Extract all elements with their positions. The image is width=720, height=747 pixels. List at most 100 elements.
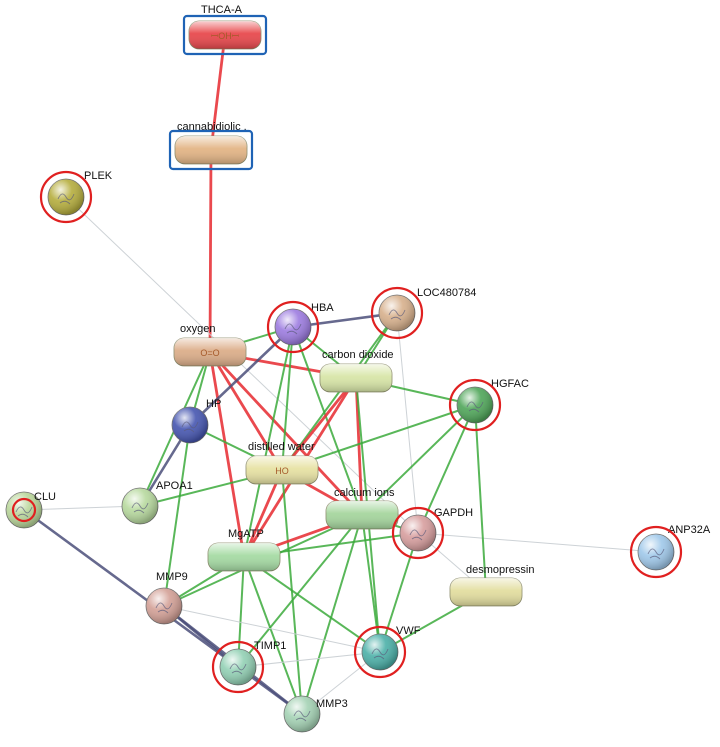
highlight-circle-clu — [11, 497, 37, 523]
edge-mmp9-vwf — [163, 605, 381, 653]
node-hp[interactable]: HP — [171, 398, 221, 444]
node-label-calcium-ions: calcium ions — [334, 487, 395, 499]
node-structure-text: O=O — [200, 348, 219, 358]
highlight-box-thca-a — [182, 14, 268, 56]
node-structure-text: HO — [275, 466, 289, 476]
node-label-vwf: VWF — [396, 625, 421, 637]
node-label-clu: CLU — [34, 491, 56, 503]
protein-structure-icon — [131, 502, 149, 514]
node-gloss — [189, 21, 261, 49]
edge-hba-hp — [188, 325, 295, 427]
protein-structure-icon — [229, 663, 247, 675]
node-gloss — [320, 364, 392, 392]
node-label-desmopressin: desmopressin — [466, 564, 534, 576]
highlight-circle-hba — [266, 300, 320, 354]
protein-structure-icon — [284, 323, 302, 335]
node-gloss — [246, 456, 318, 484]
node-label-hp: HP — [206, 398, 221, 410]
edge-calcium-ions-mmp3 — [301, 514, 363, 715]
node-plek[interactable]: PLEK — [47, 170, 113, 216]
edge-carbon-dioxide-distilled-water — [280, 376, 358, 472]
node-gloss — [450, 578, 522, 606]
node-gloss — [175, 136, 247, 164]
highlight-circle-vwf — [353, 625, 407, 679]
node-carbon-dioxide[interactable]: carbon dioxide — [319, 349, 394, 393]
protein-structure-icon — [181, 421, 199, 433]
node-label-mmp9: MMP9 — [156, 571, 188, 583]
node-gloss — [326, 501, 398, 529]
protein-structure-icon — [647, 548, 665, 560]
node-label-plek: PLEK — [84, 170, 113, 182]
edge-calcium-ions-hgfac — [361, 404, 476, 516]
highlight-circle-loc480784 — [370, 286, 424, 340]
node-label-carbon-dioxide: carbon dioxide — [322, 349, 394, 361]
node-oxygen[interactable]: O=O oxygen — [173, 323, 247, 367]
node-mmp9[interactable]: MMP9 — [145, 571, 188, 625]
node-vwf[interactable]: VWF — [361, 625, 421, 671]
protein-structure-icon — [388, 309, 406, 321]
edge-hgfac-desmopressin — [474, 404, 487, 593]
node-cannabidiolic[interactable]: cannabidiolic . — [174, 121, 248, 165]
node-label-hba: HBA — [311, 302, 334, 314]
node-gapdh[interactable]: GAPDH — [399, 507, 473, 552]
edge-vwf-timp1 — [237, 651, 381, 668]
node-desmopressin[interactable]: desmopressin — [449, 564, 534, 607]
protein-structure-icon — [15, 506, 33, 518]
protein-structure-icon — [57, 193, 75, 205]
edge-oxygen-mgatp — [208, 350, 246, 559]
node-hgfac[interactable]: HGFAC — [456, 378, 529, 424]
node-label-oxygen: oxygen — [180, 323, 215, 335]
edge-calcium-ions-timp1 — [237, 514, 363, 668]
edge-distilled-water-mmp3 — [281, 469, 303, 715]
node-calcium-ions[interactable]: calcium ions — [325, 487, 399, 530]
node-mgatp[interactable]: MgATP — [207, 528, 281, 572]
node-label-thca-a: THCA-A — [201, 4, 243, 16]
edge-calcium-ions-vwf — [361, 514, 381, 653]
node-label-loc480784: LOC480784 — [417, 287, 476, 299]
protein-structure-icon — [371, 648, 389, 660]
node-anp32a[interactable]: ANP32A — [637, 524, 711, 571]
highlight-circle-hgfac — [448, 378, 502, 432]
protein-structure-icon — [293, 710, 311, 722]
node-timp1[interactable]: TIMP1 — [219, 640, 286, 686]
node-label-distilled-water: distilled water — [248, 441, 315, 453]
node-loc480784[interactable]: LOC480784 — [378, 287, 476, 332]
node-clu[interactable]: CLU — [5, 491, 56, 529]
edge-gapdh-anp32a — [417, 532, 657, 553]
node-label-apoa1: APOA1 — [156, 480, 193, 492]
protein-structure-icon — [466, 401, 484, 413]
node-label-mmp3: MMP3 — [316, 698, 348, 710]
highlight-circle-anp32a — [629, 525, 683, 579]
node-label-mgatp: MgATP — [228, 528, 264, 540]
edge-hp-mmp9 — [163, 424, 191, 607]
highlight-circle-plek — [39, 170, 93, 224]
node-thca-a[interactable]: ꟷOHꟷ THCA-A — [188, 4, 262, 50]
protein-structure-icon — [155, 602, 173, 614]
node-gloss — [208, 543, 280, 571]
highlight-circle-gapdh — [391, 506, 445, 560]
node-label-gapdh: GAPDH — [434, 507, 473, 519]
node-hba[interactable]: HBA — [274, 302, 334, 346]
edge-loc480784-gapdh — [396, 312, 419, 534]
node-structure-text: ꟷOHꟷ — [211, 31, 239, 41]
highlight-layer — [11, 14, 683, 694]
highlight-circle-timp1 — [211, 640, 265, 694]
protein-structure-icon — [409, 529, 427, 541]
edge-oxygen-distilled-water — [208, 350, 284, 472]
edge-mgatp-mmp3 — [243, 556, 303, 715]
edge-gapdh-vwf — [379, 532, 419, 653]
edge-hba-distilled-water — [281, 326, 294, 471]
node-mmp3[interactable]: MMP3 — [283, 695, 348, 733]
nodes-layer: ꟷOHꟷ THCA-A cannabidiolic . PLEK O=O oxygen HB… — [5, 4, 711, 733]
edge-distilled-water-mgatp — [242, 468, 284, 559]
edge-mgatp-vwf — [243, 556, 381, 653]
node-gloss — [174, 338, 246, 366]
edge-hba-mgatp — [243, 326, 294, 558]
node-label-timp1: TIMP1 — [254, 640, 286, 652]
node-label-anp32a: ANP32A — [668, 524, 711, 536]
node-distilled-water[interactable]: HO distilled water — [245, 441, 319, 485]
edge-clu-timp1 — [22, 508, 240, 669]
highlight-box-cannabidiolic — [168, 129, 254, 171]
node-apoa1[interactable]: APOA1 — [121, 480, 193, 525]
